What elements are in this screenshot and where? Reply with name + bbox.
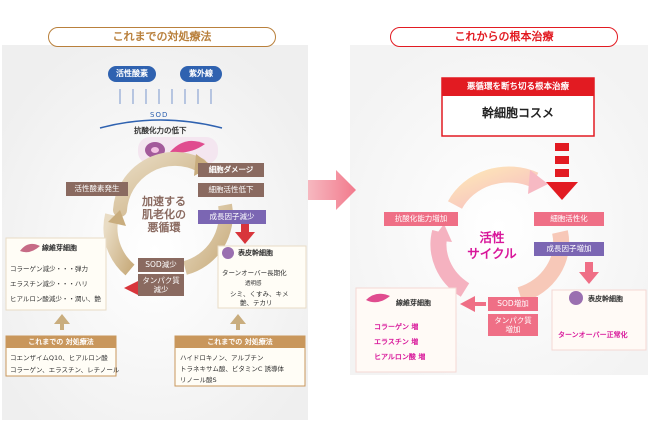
epidermal-line: シミ、くすみ、キメ	[230, 290, 289, 298]
sod-shield-arc	[99, 119, 223, 129]
active-cycle-label: 活性 サイクル	[467, 230, 517, 261]
fibroblast-title: 線維芽細胞	[42, 244, 77, 252]
fibroblast-line-new: エラスチン 増	[374, 338, 419, 346]
epidermal-line: 艶、テカリ	[240, 299, 273, 307]
cycle-arc-top	[113, 151, 207, 217]
fibroblast-line: ヒアルロン酸減少・・潤い、艶	[10, 295, 101, 303]
uv-rays	[119, 89, 212, 104]
down-arrow-icon	[579, 262, 599, 284]
active-oxygen-box: 活性酸素発生	[66, 182, 128, 196]
epidermal-line: ターンオーバー長期化	[222, 269, 287, 277]
protein-decrease-box: タンパク質 減少	[138, 274, 184, 296]
fibroblast-line: コラーゲン減少・・・弾力	[10, 265, 88, 273]
antioxidant-up-box: 抗酸化能力増加	[384, 212, 458, 226]
cycle-arc-right-new	[517, 230, 570, 303]
remedy1-title: これまでの 対処療法	[28, 338, 94, 346]
epidermal-title: 表皮幹細胞	[238, 249, 273, 257]
left-arrow-icon	[460, 296, 486, 312]
dashed-down-arrow-icon	[546, 143, 578, 200]
antioxidant-drop-label: 抗酸化力の低下	[134, 126, 187, 135]
right-title: これからの根本治療	[390, 27, 618, 47]
sod-decrease-box: SOD減少	[138, 258, 184, 272]
fibroblast-shape-icon	[170, 140, 205, 153]
remedy2-title: これまでの 対処療法	[207, 338, 273, 346]
protein-up-box: タンパク質 増加	[488, 314, 538, 336]
up-arrow-icon	[54, 314, 70, 330]
sod-up-box: SOD増加	[488, 297, 538, 311]
sod-label: SOD	[150, 111, 169, 119]
down-arrow-icon	[235, 218, 255, 244]
cosme-name: 幹細胞コスメ	[481, 106, 554, 120]
active-oxygen-badge: 活性酸素	[108, 66, 156, 82]
cosme-header: 悪循環を断ち切る根本治療	[466, 82, 569, 92]
uv-badge: 紫外線	[180, 66, 222, 82]
remedy1-line: コラーゲン、エラスチン、レチノール	[10, 366, 120, 374]
cell-activate-box: 細胞活性化	[534, 212, 604, 226]
epidermal-line: 透明感	[245, 281, 262, 287]
remedy2-line: トラネキサム酸、ビタミンC 誘導体	[180, 365, 284, 373]
fibroblast-line: エラスチン減少・・・ハリ	[10, 280, 88, 288]
cell-damage-box: 細胞ダメージ	[198, 163, 264, 177]
growth-up-box: 成長因子増加	[534, 242, 604, 256]
fibroblast-line-new: コラーゲン 増	[374, 323, 419, 331]
growth-factor-drop-box: 成長因子減少	[198, 210, 266, 224]
aging-cycle-label: 加速する 肌老化の 悪循環	[142, 195, 186, 234]
fibroblast-line-new: ヒアルロン酸 増	[374, 353, 426, 361]
cell-activity-drop-box: 細胞活性低下	[198, 183, 264, 197]
remedy2-line: ハイドロキノン、アルブチン	[180, 354, 264, 362]
epidermal-box-new	[551, 289, 647, 351]
remedy1-line: コエンザイムQ10、ヒアルロン酸	[10, 354, 108, 362]
remedy2-line: リノール酸S	[180, 376, 217, 384]
cycle-arc-top-new	[447, 166, 539, 210]
up-arrow-icon	[230, 314, 246, 330]
fibroblast-title-new: 線維芽細胞	[396, 299, 431, 307]
transition-arrow-icon	[308, 170, 356, 210]
turnover-normal-label: ターンオーバー正常化	[558, 331, 628, 339]
epidermal-title-new: 表皮幹細胞	[588, 295, 623, 303]
left-title: これまでの対処療法	[48, 27, 276, 47]
